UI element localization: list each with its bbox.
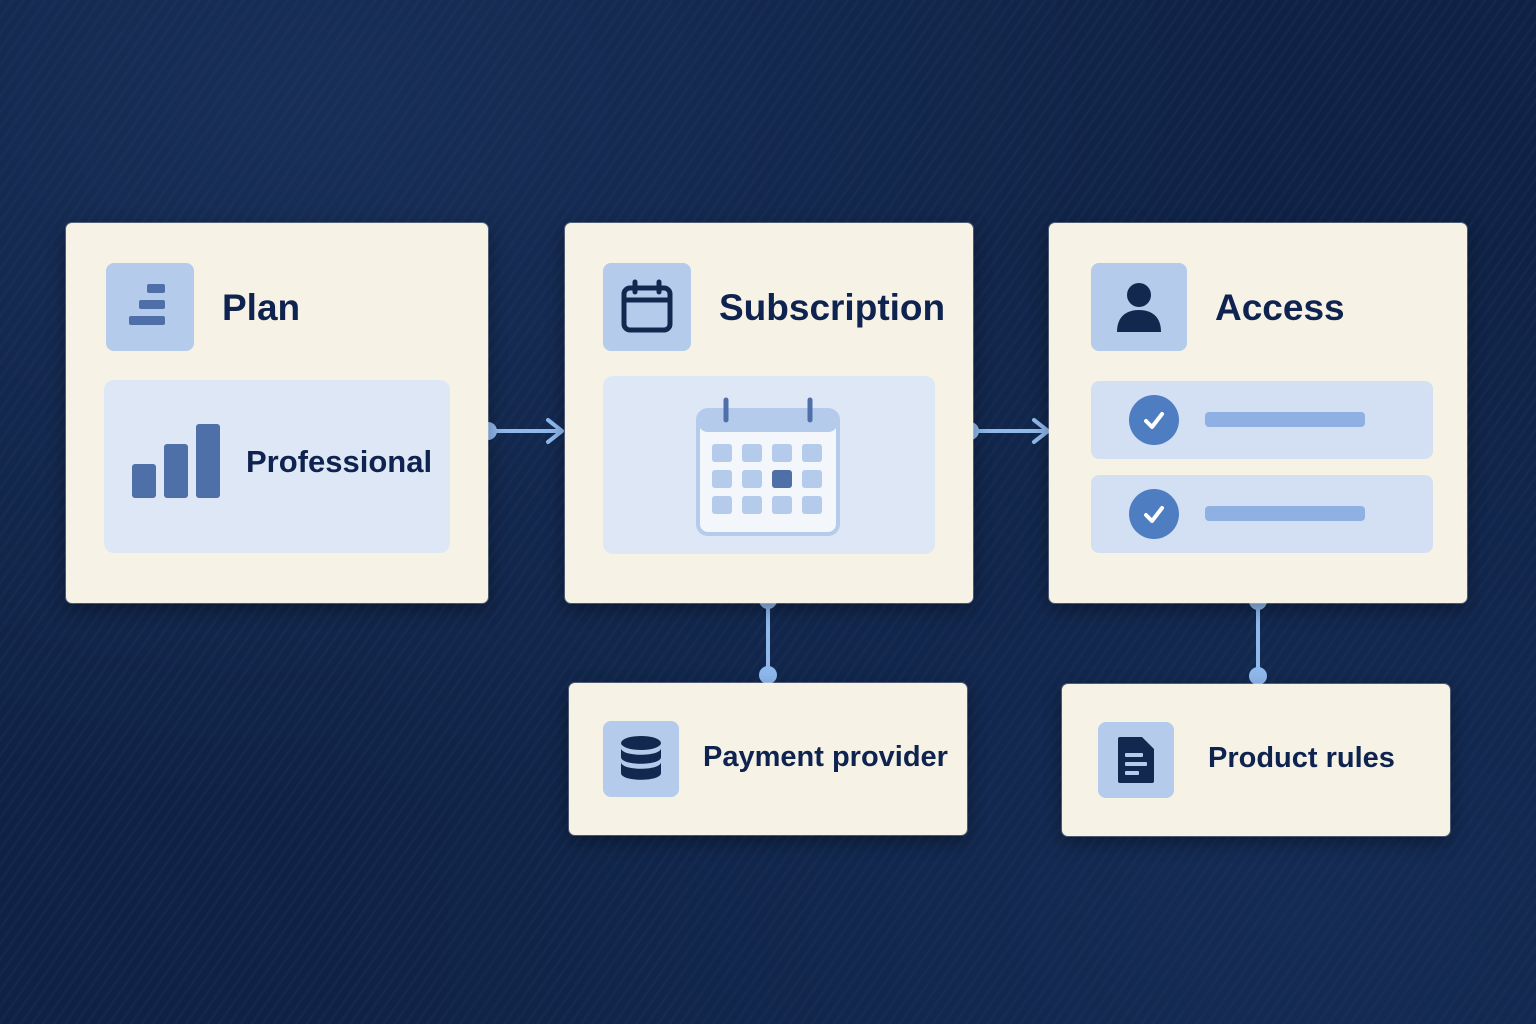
product-rules-card: Product rules [1062,684,1450,836]
access-title: Access [1215,287,1345,328]
access-row-line [1205,412,1365,427]
bar-chart-icon [132,424,220,498]
access-row-line [1205,506,1365,521]
subscription-card: Subscription [565,223,973,603]
document-icon [1098,722,1174,798]
large-calendar-icon [696,397,840,536]
access-card: Access [1049,223,1467,603]
access-row [1091,475,1433,553]
link-subscription-to-payment [759,591,777,684]
product-rules-label: Product rules [1208,742,1395,774]
check-circle-icon [1129,395,1179,445]
subscription-title: Subscription [719,287,946,328]
check-circle-icon [1129,489,1179,539]
payment-provider-label: Payment provider [703,741,948,773]
calendar-icon [603,263,691,351]
plan-tier-panel: Professional [104,380,450,553]
database-icon [603,721,679,797]
arrow-plan-to-subscription [479,418,564,444]
plan-card: Plan Professional [66,223,488,603]
link-access-to-product-rules [1249,592,1267,685]
arrow-subscription-to-access [961,418,1050,444]
plan-title: Plan [222,287,301,328]
steps-icon [106,263,194,351]
access-row [1091,381,1433,459]
plan-tier-label: Professional [246,444,433,479]
payment-provider-card: Payment provider [569,683,967,835]
user-icon [1091,263,1187,351]
subscription-panel [603,376,935,554]
